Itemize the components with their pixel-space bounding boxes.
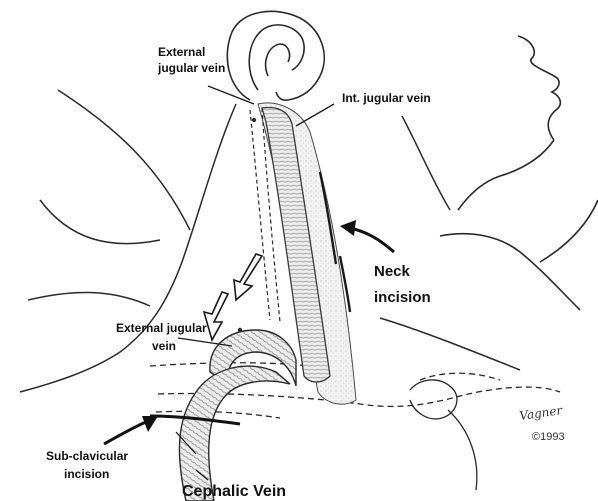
label-subclavicular-1: Sub-clavicular [46, 449, 128, 463]
label-external-jugular-mid-1: External jugular [116, 321, 207, 335]
label-external-jugular-top-1: External [158, 45, 205, 59]
label-subclavicular-2: incision [64, 467, 109, 481]
neck-incision-arrow [340, 220, 394, 252]
ear-outline [227, 11, 324, 100]
face-profile-outline [440, 36, 598, 310]
cephalic-vein [179, 366, 290, 501]
label-external-jugular-mid-2: vein [152, 339, 176, 353]
rotation-hollow-arrow [204, 254, 262, 340]
label-int-jugular: Int. jugular vein [342, 91, 431, 105]
sternoclavicular-outline [410, 380, 477, 490]
label-neck-incision-1: Neck [374, 263, 411, 280]
label-external-jugular-top-2: jugular vein [157, 61, 225, 75]
subclavicular-arrow [104, 416, 158, 444]
vessel-marker-dots [238, 118, 256, 332]
copyright-year: ©1993 [532, 431, 565, 443]
artist-signature: Vagner [518, 403, 564, 423]
label-neck-incision-2: incision [374, 289, 431, 306]
label-cephalic-vein: Cephalic Vein [182, 483, 286, 500]
